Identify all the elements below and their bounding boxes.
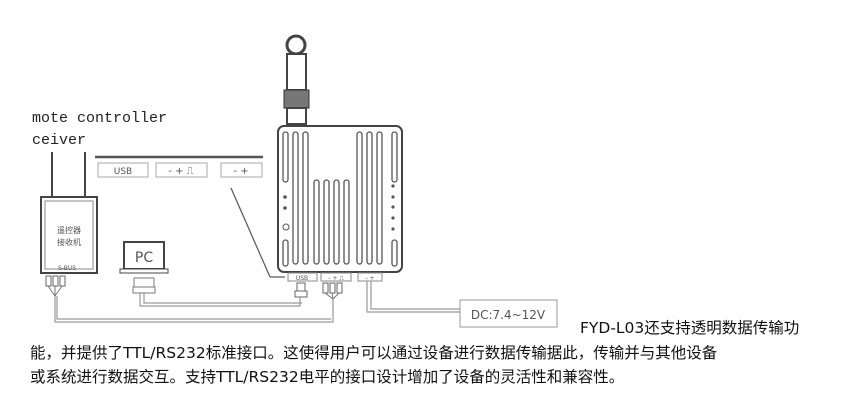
legend-usb: USB	[97, 162, 149, 178]
svg-text:USB: USB	[296, 275, 308, 282]
fyd-l03-device	[277, 125, 403, 273]
svg-text:- +: - +	[233, 166, 248, 177]
led-indicator	[283, 195, 287, 199]
svg-text:DC:7.4~12V: DC:7.4~12V	[471, 308, 546, 322]
svg-text:S-BUS: S-BUS	[58, 265, 76, 272]
svg-text:- + ⎍: - + ⎍	[168, 166, 193, 177]
svg-text:- + ⎍: - + ⎍	[328, 275, 344, 282]
wires	[54, 281, 460, 323]
legend-ttl: - + ⎍	[155, 162, 208, 178]
paragraph-line3: 或系统进行数据交互。支持TTL/RS232电平的接口设计增加了设备的灵活性和兼容…	[30, 368, 625, 386]
pc-laptop-icon: PC	[119, 241, 169, 294]
led-indicator	[283, 206, 287, 210]
button-indicator	[282, 223, 290, 231]
pointer-line	[230, 187, 271, 278]
diagram-caption-line2: ceiver	[32, 132, 87, 149]
port-usb: USB	[287, 272, 318, 298]
device-antenna-icon	[283, 34, 310, 125]
paragraph-line2: 能，并提供了TTL/RS232标准接口。这使得用户可以通过设备进行数据传输据此，…	[30, 344, 718, 362]
remote-receiver: 遥控器 接收机 S-BUS	[40, 152, 98, 297]
svg-text:PC: PC	[135, 250, 153, 266]
svg-text:接收机: 接收机	[57, 237, 81, 247]
diagram-caption-line1: mote controller	[32, 110, 168, 127]
svg-text:遥控器: 遥控器	[57, 225, 81, 235]
paragraph-line1: FYD-L03还支持透明数据传输功	[580, 319, 800, 337]
power-supply-box: DC:7.4~12V	[459, 299, 558, 328]
svg-text:USB: USB	[114, 167, 132, 177]
port-power: - +	[357, 272, 383, 282]
port-ttl: - + ⎍	[320, 272, 352, 300]
legend-power: - +	[220, 162, 263, 178]
svg-text:- +: - +	[365, 275, 374, 282]
